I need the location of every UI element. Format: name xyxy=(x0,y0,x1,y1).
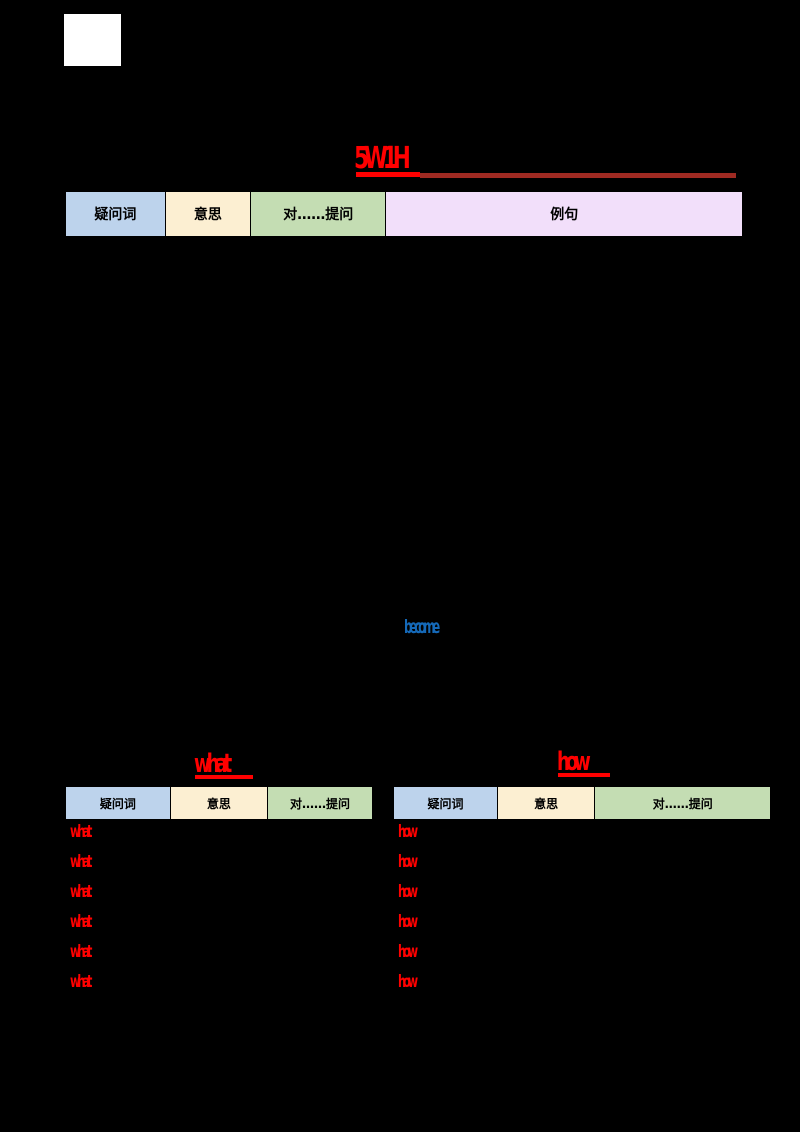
list-item-label: how xyxy=(398,972,418,992)
table-5w1h: 疑问词 意思 对……提问 例句 xyxy=(64,190,744,238)
list-item: what xyxy=(70,943,190,973)
heading-what-underline xyxy=(195,775,253,779)
title-underline-extension xyxy=(420,173,736,178)
list-what-items: what what what what what what xyxy=(70,823,190,1003)
list-item-label: what xyxy=(70,912,92,932)
list-item-label: how xyxy=(398,942,418,962)
table-row: 疑问词 意思 对……提问 例句 xyxy=(64,190,744,238)
table-row: 疑问词 意思 对……提问 xyxy=(64,785,374,821)
list-item: how xyxy=(398,883,518,913)
heading-what-wrapper: what xyxy=(194,751,243,781)
list-item-label: what xyxy=(70,852,92,872)
list-item-label: how xyxy=(398,852,418,872)
column-header-meaning: 意思 xyxy=(164,190,252,238)
heading-what: what xyxy=(194,749,232,779)
column-header-ask-about: 对……提问 xyxy=(250,190,387,238)
list-item-label: what xyxy=(70,972,92,992)
heading-how-wrapper: how xyxy=(557,749,599,779)
image-placeholder-box xyxy=(64,14,121,66)
table-what: 疑问词 意思 对……提问 xyxy=(64,785,374,821)
list-item: what xyxy=(70,973,190,1003)
list-item: what xyxy=(70,883,190,913)
blue-word-wrapper: become xyxy=(404,617,458,639)
list-item-label: what xyxy=(70,822,92,842)
column-header-question-word: 疑问词 xyxy=(392,785,498,821)
table-row: 疑问词 意思 对……提问 xyxy=(392,785,772,821)
heading-how: how xyxy=(557,747,591,777)
column-header-ask-about: 对……提问 xyxy=(266,785,374,821)
list-item-label: what xyxy=(70,942,92,962)
column-header-question-word: 疑问词 xyxy=(64,785,171,821)
column-header-meaning: 意思 xyxy=(496,785,596,821)
list-item: what xyxy=(70,823,190,853)
column-header-meaning: 意思 xyxy=(169,785,268,821)
list-item: how xyxy=(398,823,518,853)
title-underline xyxy=(356,172,420,177)
list-item-label: what xyxy=(70,882,92,902)
page-title: 5W1H xyxy=(354,141,411,176)
list-item: how xyxy=(398,913,518,943)
heading-how-underline xyxy=(558,773,610,777)
list-item: how xyxy=(398,853,518,883)
list-item: what xyxy=(70,913,190,943)
list-item-label: how xyxy=(398,822,418,842)
title-5w1h-wrapper: 5W1H xyxy=(354,144,426,178)
column-header-question-word: 疑问词 xyxy=(64,190,166,238)
table-how: 疑问词 意思 对……提问 xyxy=(392,785,772,821)
list-item-label: how xyxy=(398,912,418,932)
list-item: what xyxy=(70,853,190,883)
blue-keyword: become xyxy=(404,616,440,638)
list-how-items: how how how how how how xyxy=(398,823,518,1003)
column-header-ask-about: 对……提问 xyxy=(594,785,772,821)
list-item: how xyxy=(398,973,518,1003)
list-item-label: how xyxy=(398,882,418,902)
column-header-example: 例句 xyxy=(385,190,744,238)
list-item: how xyxy=(398,943,518,973)
